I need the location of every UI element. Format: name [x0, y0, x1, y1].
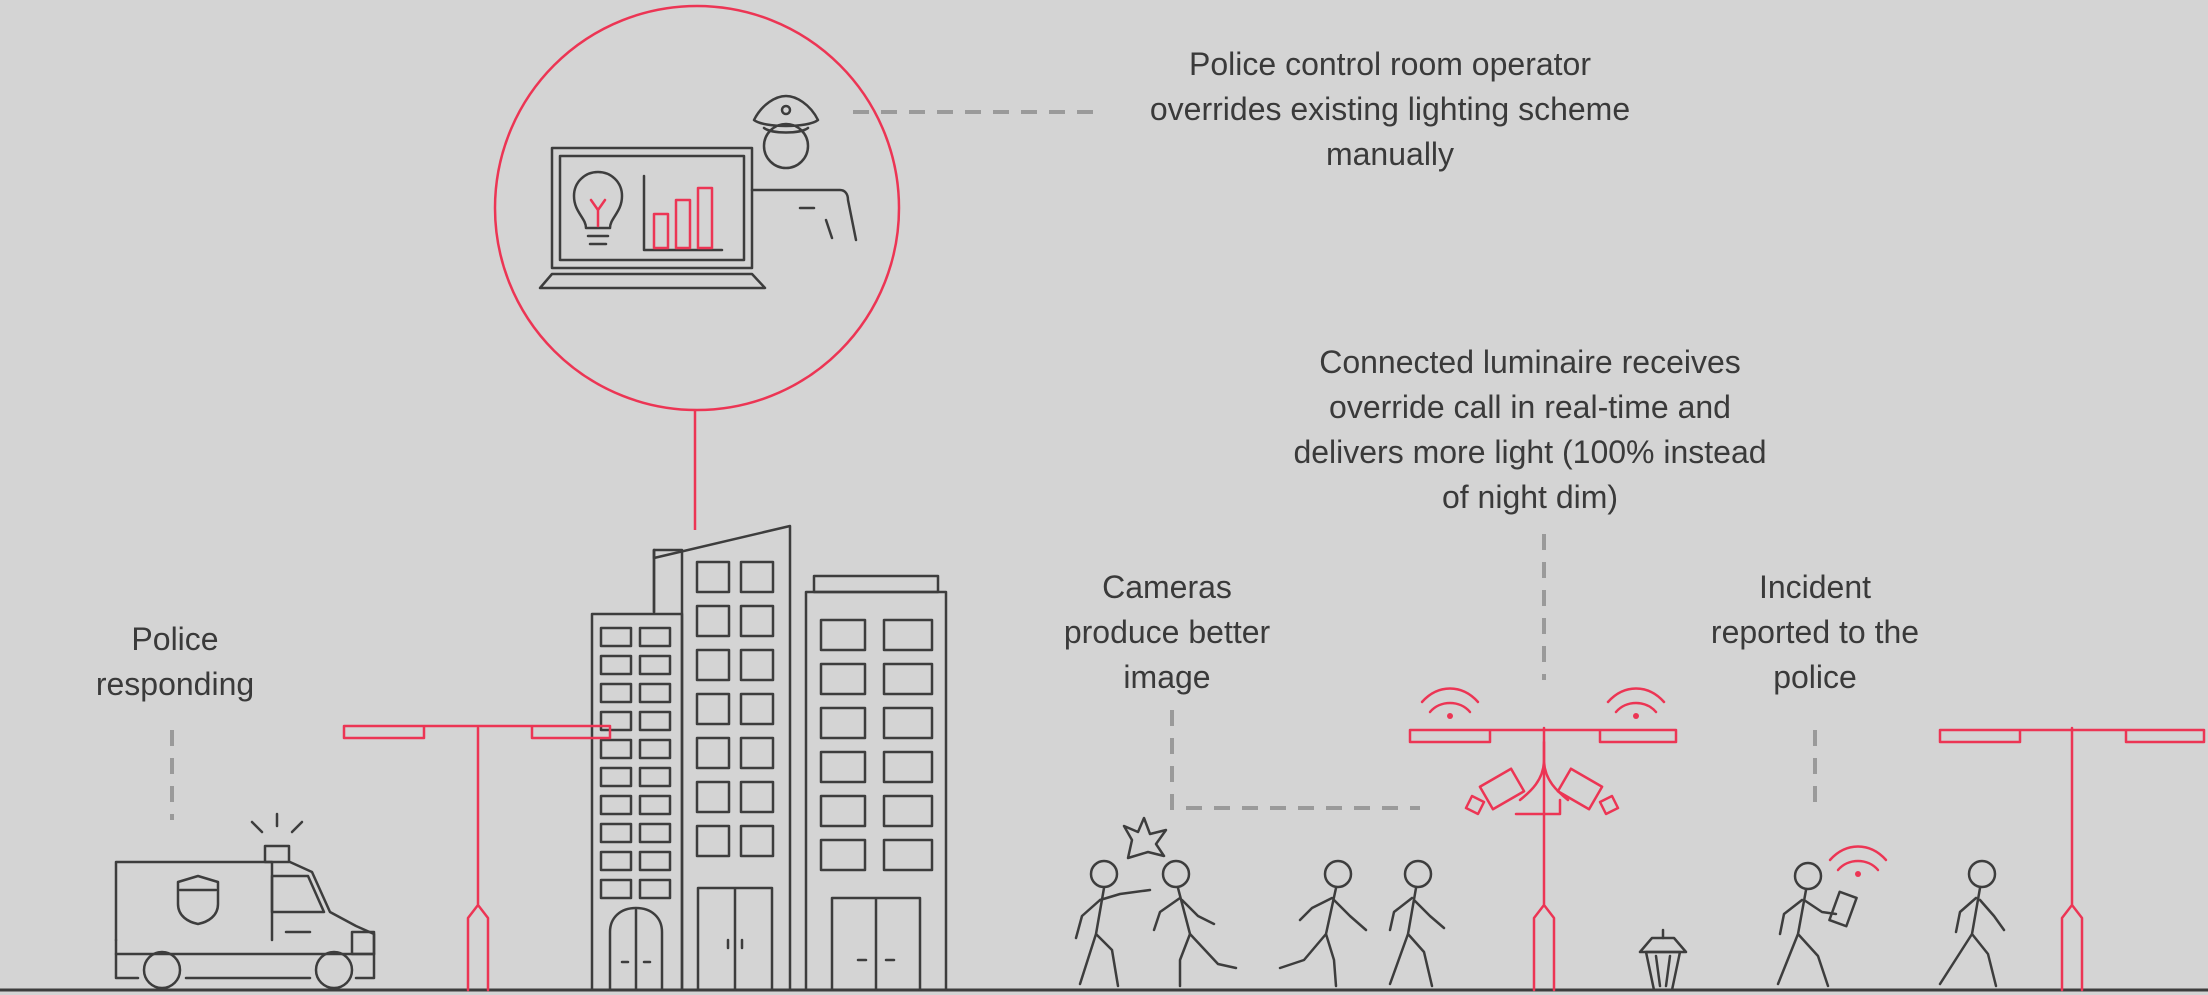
pedestrian-icon [1938, 859, 2006, 988]
pedestrian-icon [1388, 859, 1446, 988]
laptop-dashboard-icon [538, 146, 767, 290]
cameras-caption: Cameras produce better image [1063, 569, 1271, 695]
pedestrian-icon [1074, 859, 1152, 988]
security-camera-icon [1464, 767, 1526, 816]
smartphone-icon [1828, 890, 1858, 928]
office-buildings-icon [590, 524, 948, 992]
pedestrian-icon [1152, 859, 1238, 988]
cameras-connector [1170, 710, 1420, 810]
incident-caption: Incident reported to the police [1710, 569, 1920, 695]
police-van-icon [114, 812, 376, 990]
explosion-icon [1122, 816, 1168, 860]
pedestrian-icon [1278, 859, 1368, 988]
streetlight-icon [1938, 726, 2206, 992]
connected-luminaire [1408, 687, 1678, 992]
pedestrian-icon [1776, 845, 1888, 988]
left-building-windows [599, 626, 672, 900]
lightbulb-icon [572, 170, 624, 246]
wifi-signal-icon [1606, 687, 1666, 719]
streetlight-icon [342, 724, 612, 992]
police-responding-caption: Police responding [95, 621, 255, 702]
operator-caption: Police control room operator overrides e… [1149, 46, 1631, 172]
wifi-signal-icon [1420, 687, 1480, 719]
luminaire-caption: Connected luminaire receives override ca… [1293, 344, 1767, 515]
police-officer-icon [750, 94, 858, 242]
wifi-signal-icon [1828, 845, 1888, 877]
trash-bin-icon [1638, 928, 1688, 992]
control-room-circle [493, 4, 901, 412]
bar-chart-icon [642, 174, 724, 252]
security-camera-icon [1556, 767, 1620, 816]
